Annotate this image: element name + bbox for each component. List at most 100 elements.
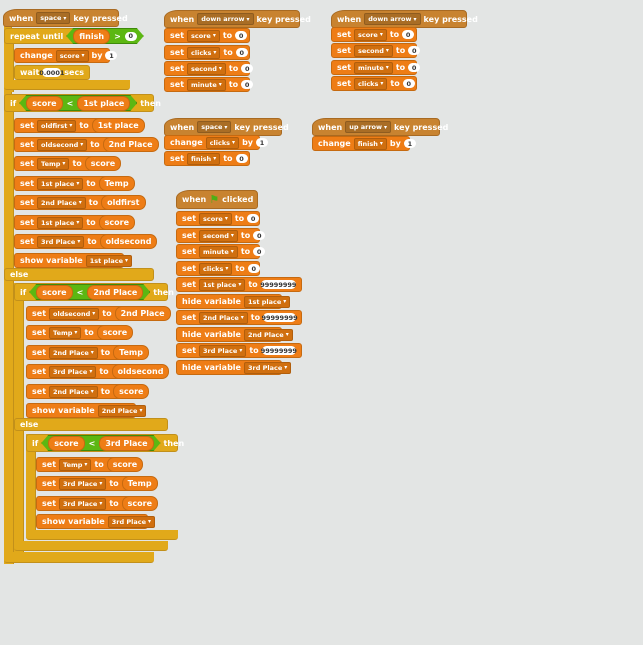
variable-dropdown[interactable]: space [197, 121, 232, 133]
variable-reporter[interactable]: 3rd Place [99, 436, 153, 451]
variable-reporter[interactable]: score [26, 96, 62, 111]
variable-reporter[interactable]: Temp [113, 345, 149, 360]
variable-dropdown[interactable]: second [187, 62, 226, 75]
variable-dropdown[interactable]: score [199, 212, 232, 225]
number-input[interactable]: 0 [402, 30, 415, 39]
variable-reporter[interactable]: score [106, 457, 144, 472]
variable-dropdown[interactable]: 3rd Place [107, 515, 156, 528]
variable-reporter[interactable]: Temp [98, 176, 135, 191]
variable-dropdown[interactable]: oldsecond [37, 138, 88, 151]
variable-reporter[interactable]: oldfirst [101, 195, 146, 210]
variable-dropdown[interactable]: 1st place [243, 295, 291, 308]
comparison-operator[interactable]: score<1st place [19, 95, 137, 111]
variable-dropdown[interactable]: minute [187, 78, 226, 91]
variable-dropdown[interactable]: Temp [59, 458, 92, 471]
variable-dropdown[interactable]: oldsecond [49, 307, 100, 320]
when-flag-clicked-hat[interactable]: when⚑clicked [176, 190, 258, 209]
number-input[interactable]: 0 [235, 31, 248, 40]
number-input[interactable]: 0 [253, 231, 266, 240]
variable-dropdown[interactable]: Temp [49, 326, 82, 339]
number-input[interactable]: 99999999 [261, 313, 298, 322]
variable-reporter[interactable]: 2nd Place [102, 137, 159, 152]
change-variable-block[interactable]: changescoreby1 [14, 48, 118, 63]
number-input[interactable]: 0 [253, 247, 266, 256]
set-variable-block[interactable]: setclicksto0 [331, 76, 417, 91]
set-variable-block[interactable]: setclicksto0 [176, 261, 260, 276]
variable-reporter[interactable]: score [113, 384, 150, 399]
variable-dropdown[interactable]: oldfirst [37, 119, 77, 132]
variable-dropdown[interactable]: 3rd Place [243, 361, 292, 374]
variable-reporter[interactable]: score [48, 436, 84, 451]
variable-dropdown[interactable]: 3rd Place [59, 477, 107, 490]
variable-dropdown[interactable]: 2nd Place [199, 311, 248, 324]
set-variable-block[interactable]: setsecondto0 [331, 43, 421, 58]
variable-dropdown[interactable]: 2nd Place [243, 328, 293, 341]
comparison-operator[interactable]: finish>0 [66, 28, 144, 44]
comparison-operator[interactable]: score<3rd Place [41, 435, 160, 451]
variable-dropdown[interactable]: clicks [354, 77, 388, 90]
when-key-pressed-hat[interactable]: whenspacekey pressed [3, 9, 128, 27]
variable-dropdown[interactable]: minute [354, 61, 393, 74]
variable-reporter[interactable]: 1st place [91, 118, 145, 133]
variable-dropdown[interactable]: clicks [187, 46, 221, 59]
number-input[interactable]: 0 [408, 46, 421, 55]
variable-dropdown[interactable]: 1st place [37, 177, 84, 190]
variable-reporter[interactable]: 1st place [77, 96, 130, 111]
set-variable-block[interactable]: setminuteto0 [176, 244, 266, 259]
variable-reporter[interactable]: score [121, 496, 159, 511]
number-input[interactable]: 0 [241, 80, 254, 89]
set-variable-block[interactable]: setsecondto0 [164, 61, 254, 76]
else-label[interactable]: else [4, 268, 154, 281]
number-input[interactable]: 1 [256, 138, 269, 147]
variable-dropdown[interactable]: down arrow [364, 13, 421, 25]
variable-dropdown[interactable]: minute [199, 245, 238, 258]
number-input[interactable]: 0 [241, 64, 254, 73]
change-variable-block[interactable]: changeclicksby1 [164, 135, 269, 150]
number-input[interactable]: 0 [247, 264, 260, 273]
comparison-operator[interactable]: score<2nd Place [29, 284, 150, 300]
set-variable-block[interactable]: setoldfirstto1st place [14, 118, 145, 133]
change-variable-block[interactable]: changefinishby1 [312, 136, 416, 151]
set-variable-block[interactable]: setminuteto0 [164, 77, 254, 92]
variable-dropdown[interactable]: 1st place [37, 216, 84, 229]
variable-dropdown[interactable]: second [354, 44, 393, 57]
variable-reporter[interactable]: Temp [121, 476, 158, 491]
variable-dropdown[interactable]: 1st place [199, 278, 246, 291]
variable-reporter[interactable]: 2nd Place [87, 285, 143, 300]
number-input[interactable]: 0 [402, 79, 415, 88]
set-variable-block[interactable]: setoldsecondto2nd Place [14, 137, 159, 152]
when-key-pressed-hat[interactable]: whenspacekey pressed [164, 118, 289, 136]
variable-dropdown[interactable]: down arrow [197, 13, 254, 25]
variable-dropdown[interactable]: finish [353, 137, 387, 150]
number-input[interactable]: 0 [235, 48, 248, 57]
variable-dropdown[interactable]: 3rd Place [59, 497, 107, 510]
number-input[interactable]: 0.0001 [39, 68, 65, 77]
number-input[interactable]: 99999999 [260, 280, 297, 289]
variable-dropdown[interactable]: finish [187, 152, 221, 165]
variable-dropdown[interactable]: up arrow [345, 121, 392, 133]
variable-reporter[interactable]: 2nd Place [114, 306, 171, 321]
number-input[interactable]: 1 [403, 139, 416, 148]
variable-dropdown[interactable]: clicks [205, 136, 240, 149]
number-input[interactable]: 0 [247, 214, 260, 223]
set-variable-block[interactable]: setoldsecondto2nd Place [26, 306, 171, 321]
variable-dropdown[interactable]: 2nd Place [49, 385, 98, 398]
variable-dropdown[interactable]: score [55, 49, 89, 62]
